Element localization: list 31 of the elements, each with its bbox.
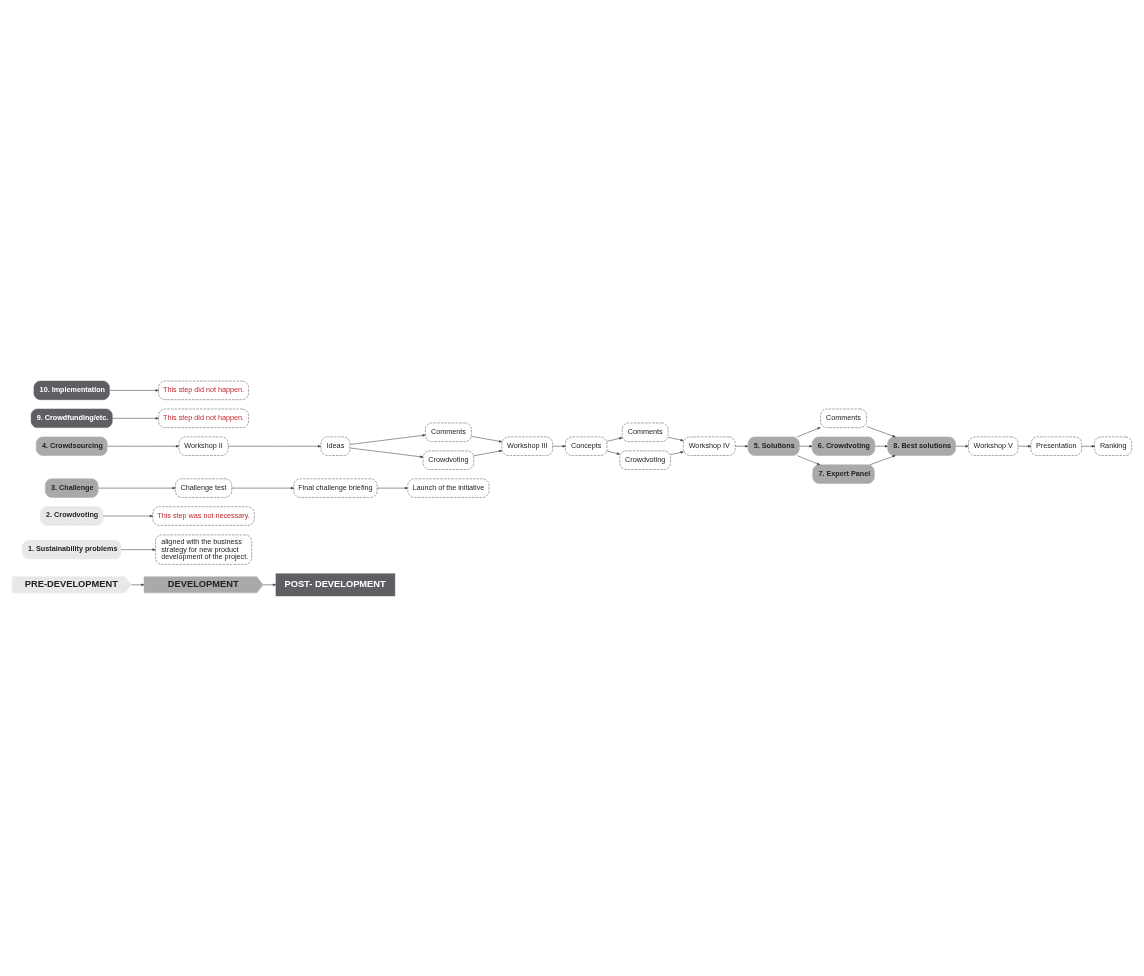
arrow: [112, 416, 159, 419]
arrow: [131, 583, 145, 586]
arrow: [109, 388, 159, 392]
arrow: [606, 450, 620, 455]
arrow: [869, 454, 896, 465]
arrow: [670, 450, 684, 455]
arrow: [797, 426, 821, 437]
arrow: [97, 486, 176, 489]
arrow: [102, 514, 153, 517]
arrow: [349, 433, 426, 445]
arrow: [797, 454, 821, 465]
arrow: [1081, 444, 1095, 447]
arrow: [1017, 444, 1032, 447]
arrow: [866, 425, 896, 437]
arrow: [227, 444, 322, 447]
arrow: [473, 449, 503, 456]
arrow: [120, 548, 156, 551]
arrow: [231, 486, 295, 489]
arrow: [955, 444, 969, 447]
arrow: [734, 444, 749, 447]
arrow: [668, 436, 684, 441]
node-box: POST- DEVELOPMENT: [275, 572, 396, 596]
arrow: [874, 444, 888, 447]
arrow: [262, 583, 277, 586]
arrow: [606, 436, 623, 442]
arrow: [107, 444, 180, 447]
arrow: [471, 435, 503, 442]
arrow: [799, 444, 813, 447]
arrow: [552, 444, 566, 447]
arrow: [349, 447, 424, 458]
arrow: [376, 486, 408, 489]
